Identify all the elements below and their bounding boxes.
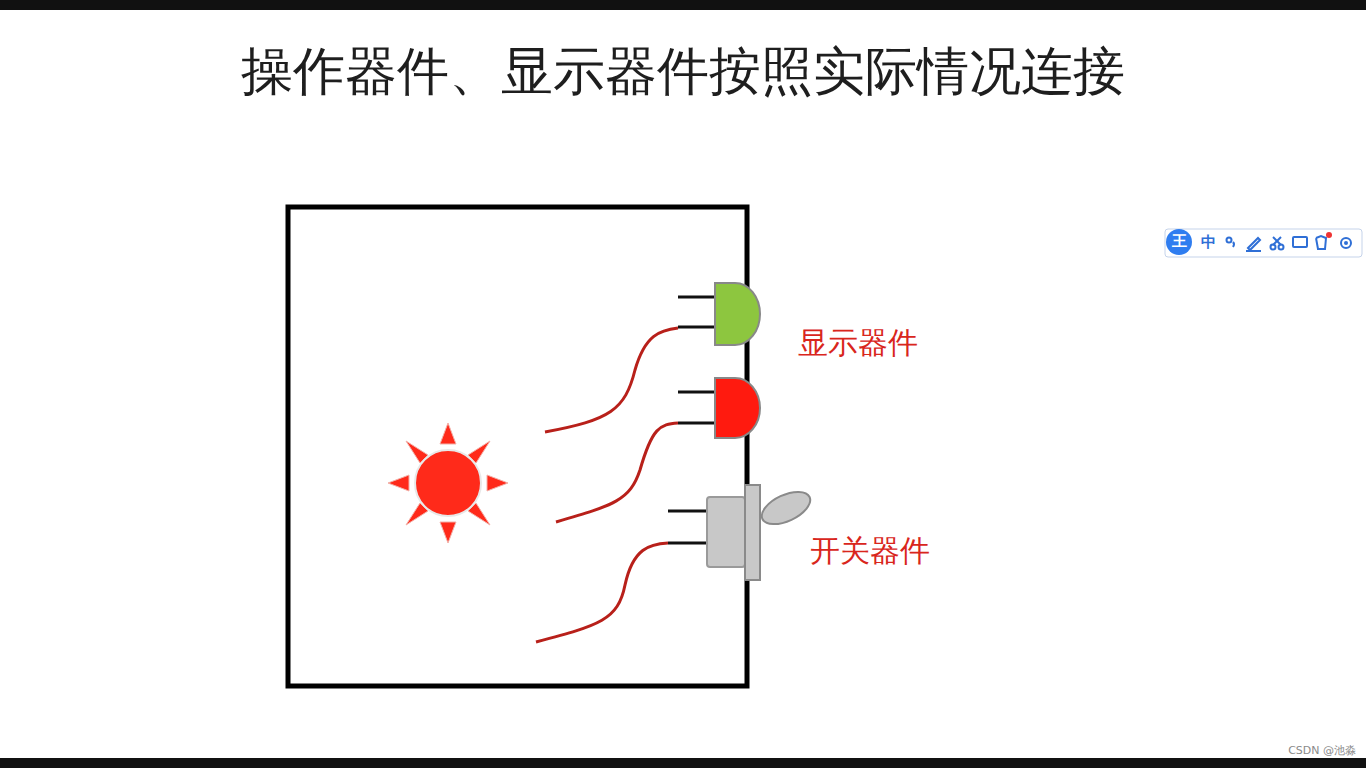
part-label: 开关器件 xyxy=(810,534,930,569)
red-led xyxy=(715,378,760,438)
ime-mode: 中 xyxy=(1201,234,1216,251)
watermark: CSDN @池淼 xyxy=(1288,745,1356,758)
housing xyxy=(288,207,747,686)
bottom-bar xyxy=(0,758,1366,768)
green-led xyxy=(715,283,760,345)
wire xyxy=(536,328,678,642)
ime-logo: 王 xyxy=(1172,233,1187,250)
top-bar xyxy=(0,0,1366,10)
toggle-switch xyxy=(707,485,815,580)
sun-symbol xyxy=(388,423,508,543)
title: 操作器件、显示器件按照实际情况连接 xyxy=(0,42,1366,102)
ime-toolbar xyxy=(1165,229,1362,257)
part-label: 显示器件 xyxy=(798,326,918,361)
